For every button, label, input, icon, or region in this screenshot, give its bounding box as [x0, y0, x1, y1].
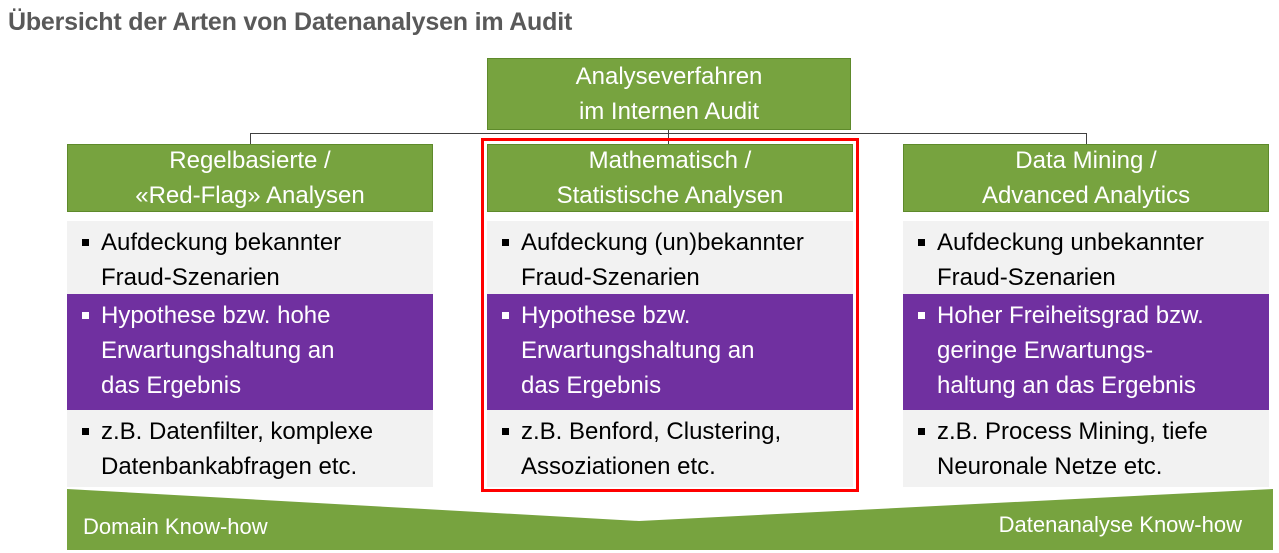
bullet-square-icon	[918, 428, 925, 435]
header-line-1: Regelbasierte /	[169, 147, 331, 174]
item-line: Hoher Freiheitsgrad bzw.	[937, 302, 1204, 329]
item-line: Aufdeckung (un)bekannter	[521, 229, 804, 256]
header-line-1: Data Mining /	[1015, 147, 1157, 174]
domain-know-how-label: Domain Know-how	[83, 514, 268, 539]
datenanalyse-know-how-label: Datenanalyse Know-how	[998, 512, 1242, 537]
know-how-band	[67, 489, 1273, 550]
header-line-2: Advanced Analytics	[981, 182, 1191, 209]
item-line: Aufdeckung bekannter	[101, 229, 342, 256]
list-item-beispiele: z.B. Datenfilter, komplexe Datenbankabfr…	[67, 410, 433, 487]
panel-mathematisch: Aufdeckung (un)bekannter Fraud-Szenarien…	[487, 221, 853, 487]
connector-right	[1086, 133, 1087, 144]
bullet-square-icon	[502, 428, 509, 435]
bullet-square-icon	[82, 428, 89, 435]
item-line: das Ergebnis	[101, 372, 242, 399]
highlight-frame	[481, 138, 859, 492]
bullet-square-icon	[918, 239, 925, 246]
root-line-2: im Internen Audit	[578, 98, 760, 125]
item-line: Hypothese bzw. hohe	[101, 302, 331, 329]
list-item-aufdeckung: Aufdeckung unbekannter Fraud-Szenarien	[903, 221, 1269, 294]
item-line: geringe Erwartungs-	[937, 337, 1154, 364]
item-line: Fraud-Szenarien	[521, 264, 700, 291]
list-item-hypothese: Hypothese bzw. Erwartungshaltung an das …	[487, 294, 853, 410]
list-item-aufdeckung: Aufdeckung (un)bekannter Fraud-Szenarien	[487, 221, 853, 294]
list-item-beispiele: z.B. Process Mining, tiefe Neuronale Net…	[903, 410, 1269, 487]
header-data-mining: Data Mining / Advanced Analytics	[903, 144, 1269, 212]
header-line-1: Mathematisch /	[588, 147, 752, 174]
bullet-square-icon	[82, 239, 89, 246]
item-line: haltung an das Ergebnis	[937, 372, 1196, 399]
bullet-square-icon	[502, 312, 509, 319]
item-line: Fraud-Szenarien	[937, 264, 1116, 291]
root-line-1: Analyseverfahren	[575, 63, 763, 90]
item-line: das Ergebnis	[521, 372, 662, 399]
panel-data-mining: Aufdeckung unbekannter Fraud-Szenarien H…	[903, 221, 1269, 487]
list-item-aufdeckung: Aufdeckung bekannter Fraud-Szenarien	[67, 221, 433, 294]
item-line: z.B. Process Mining, tiefe	[937, 418, 1208, 445]
item-line: Fraud-Szenarien	[101, 264, 280, 291]
item-line: Hypothese bzw.	[521, 302, 691, 329]
item-line: Assoziationen etc.	[521, 453, 716, 480]
list-item-beispiele: z.B. Benford, Clustering, Assoziationen …	[487, 410, 853, 487]
item-line: Datenbankabfragen etc.	[101, 453, 358, 480]
root-box-analyseverfahren: Analyseverfahren im Internen Audit	[487, 58, 851, 130]
header-line-2: «Red-Flag» Analysen	[135, 182, 365, 209]
connector-vertical-root	[668, 130, 669, 134]
bullet-square-icon	[82, 312, 89, 319]
panel-regelbasierte: Aufdeckung bekannter Fraud-Szenarien Hyp…	[67, 221, 433, 487]
page-title: Übersicht der Arten von Datenanalysen im…	[8, 8, 573, 36]
header-regelbasierte: Regelbasierte / «Red-Flag» Analysen	[67, 144, 433, 212]
item-line: Aufdeckung unbekannter	[937, 229, 1204, 256]
header-mathematisch: Mathematisch / Statistische Analysen	[487, 144, 853, 212]
item-line: Neuronale Netze etc.	[937, 453, 1163, 480]
list-item-hypothese: Hypothese bzw. hohe Erwartungshaltung an…	[67, 294, 433, 410]
connector-left	[250, 133, 251, 144]
item-line: z.B. Datenfilter, komplexe	[101, 418, 374, 445]
bullet-square-icon	[918, 312, 925, 319]
item-line: Erwartungshaltung an	[521, 337, 755, 364]
header-line-2: Statistische Analysen	[556, 182, 784, 209]
know-how-band-shape	[67, 489, 1273, 550]
item-line: Erwartungshaltung an	[101, 337, 335, 364]
list-item-freiheitsgrad: Hoher Freiheitsgrad bzw. geringe Erwartu…	[903, 294, 1269, 410]
item-line: z.B. Benford, Clustering,	[521, 418, 782, 445]
bullet-square-icon	[502, 239, 509, 246]
